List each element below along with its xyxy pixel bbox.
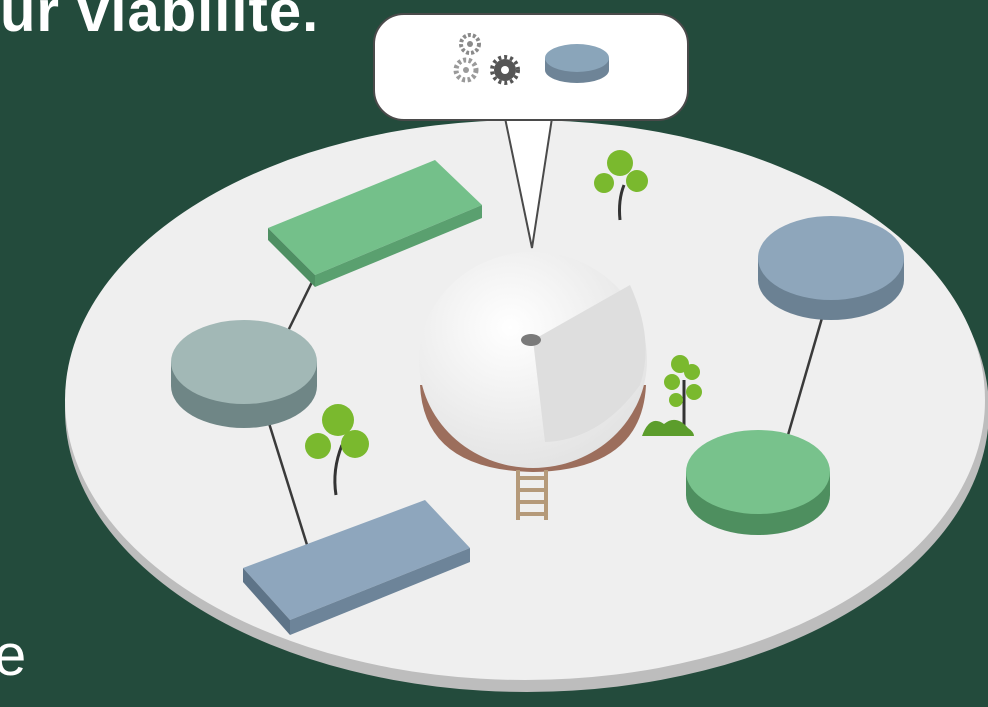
teal-disk [171,320,317,428]
database-icon [545,44,609,83]
green-disk [686,430,830,535]
dome-icon [419,252,647,472]
blue-disk [758,216,904,320]
